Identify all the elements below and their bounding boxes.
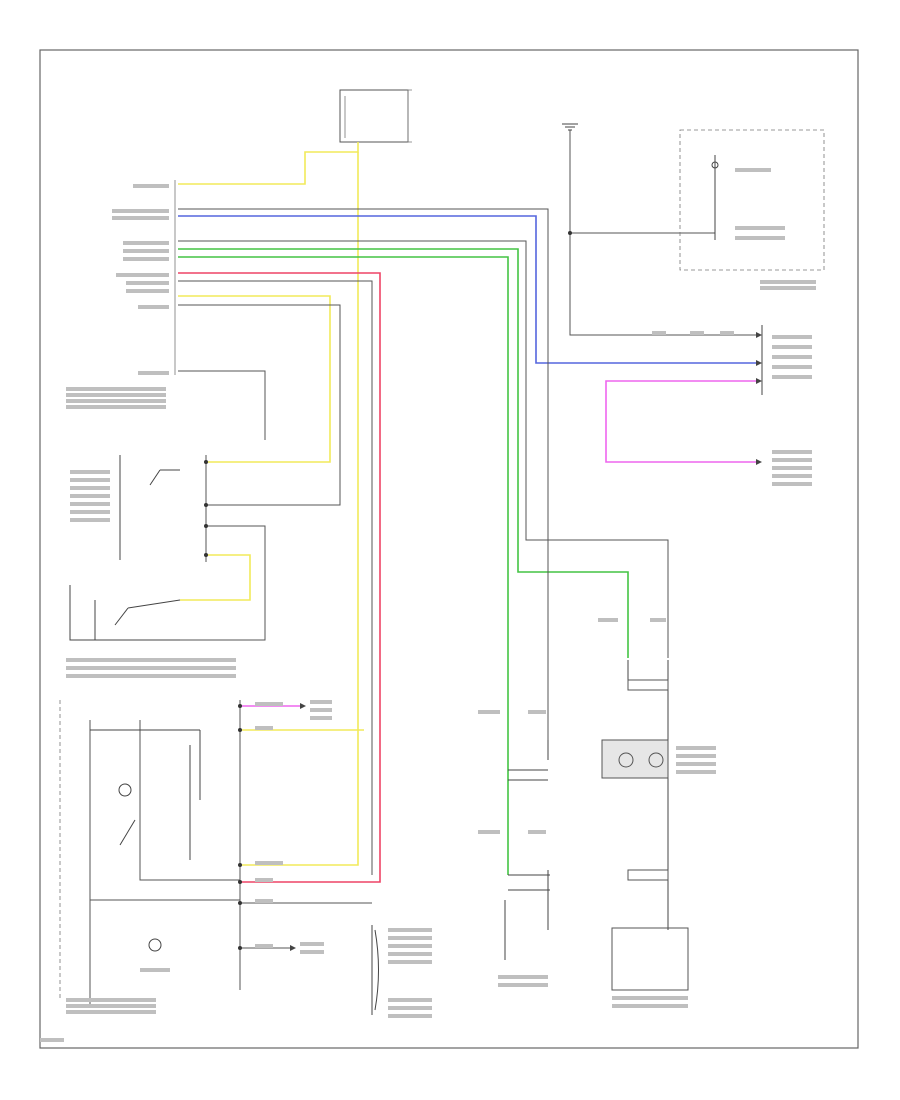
lower-wire-labels	[255, 700, 332, 954]
ground-symbol-icon	[562, 123, 578, 131]
right-inflator-module	[598, 618, 716, 1008]
yellow-wire	[178, 142, 364, 866]
footer-mark	[40, 1038, 64, 1042]
center-inflator-module	[478, 710, 550, 987]
diagram-border	[39, 49, 859, 1049]
passenger-switch-box	[66, 585, 236, 678]
splice-dots	[204, 231, 572, 950]
wire-arrows	[290, 332, 762, 951]
module-connector	[339, 89, 409, 143]
top-right-component-box	[679, 129, 825, 290]
seatbelt-pretensioner	[371, 925, 432, 1018]
blue-wire	[178, 215, 760, 364]
instrument-cluster-box	[59, 700, 201, 1014]
right-connector-cluster	[652, 325, 812, 486]
green-wires	[178, 248, 629, 875]
module-pin-labels	[66, 184, 169, 409]
magenta-wire	[240, 380, 760, 707]
left-seatbelt-switch	[70, 455, 180, 560]
black-wires	[89, 130, 760, 1005]
red-wire	[178, 272, 381, 883]
